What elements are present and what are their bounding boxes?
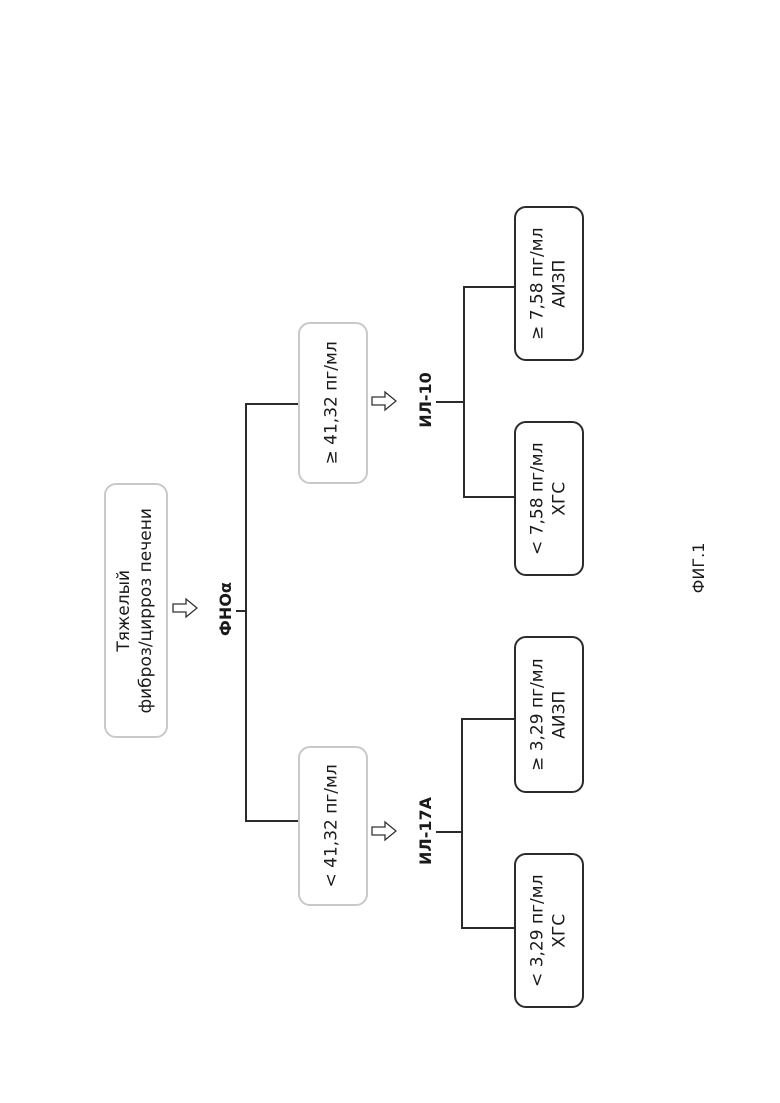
leaf-ll-value: < 3,29 пг/мл [527,874,549,986]
threshold-box-left: < 41,32 пг/мл [298,746,368,906]
root-text: Тяжелый фиброз/цирроз печени [114,508,158,713]
leaf-ll-result: ХГС [549,874,571,986]
root-box: Тяжелый фиброз/цирроз печени [104,483,168,738]
leaf-rr-value: ≥ 7,58 пг/мл [527,227,549,339]
connector-left-split [461,718,463,928]
threshold-left-text: < 41,32 пг/мл [322,764,344,887]
leaf-box-lr: ≥ 3,29 пг/мл АИЗП [514,636,584,793]
leaf-rl-value: < 7,58 пг/мл [527,442,549,554]
leaf-rl-result: ХГС [549,442,571,554]
root-arrow-icon [172,597,198,619]
leaf-lr-result: АИЗП [549,658,571,770]
connector-to-rr [463,286,514,288]
connector-first-split [245,403,247,821]
left-arrow-icon [371,820,397,842]
right-marker-label: ИЛ-10 [416,370,436,430]
leaf-rr-result: АИЗП [549,227,571,339]
leaf-box-rl: < 7,58 пг/мл ХГС [514,421,584,576]
leaf-box-ll: < 3,29 пг/мл ХГС [514,853,584,1008]
connector-right-trunk [436,401,464,403]
leaf-rl-text: < 7,58 пг/мл ХГС [527,442,571,554]
connector-to-ll [461,927,514,929]
root-line-1: Тяжелый [114,508,136,713]
root-line-2: фиброз/цирроз печени [136,508,158,713]
connector-to-rl [463,496,514,498]
threshold-right-text: ≥ 41,32 пг/мл [322,341,344,464]
right-arrow-icon [371,390,397,412]
left-marker-label: ИЛ-17А [416,793,436,869]
threshold-box-right: ≥ 41,32 пг/мл [298,322,368,484]
connector-to-lr [461,718,514,720]
connector-to-right-threshold [245,403,298,405]
leaf-box-rr: ≥ 7,58 пг/мл АИЗП [514,206,584,361]
connector-to-left-threshold [245,820,298,822]
connector-right-split [463,286,465,497]
leaf-rr-text: ≥ 7,58 пг/мл АИЗП [527,227,571,339]
leaf-ll-text: < 3,29 пг/мл ХГС [527,874,571,986]
figure-caption: ФИГ.1 [689,533,711,603]
leaf-lr-text: ≥ 3,29 пг/мл АИЗП [527,658,571,770]
connector-left-trunk [436,831,462,833]
leaf-lr-value: ≥ 3,29 пг/мл [527,658,549,770]
root-marker-label: ФНОα [216,579,236,639]
